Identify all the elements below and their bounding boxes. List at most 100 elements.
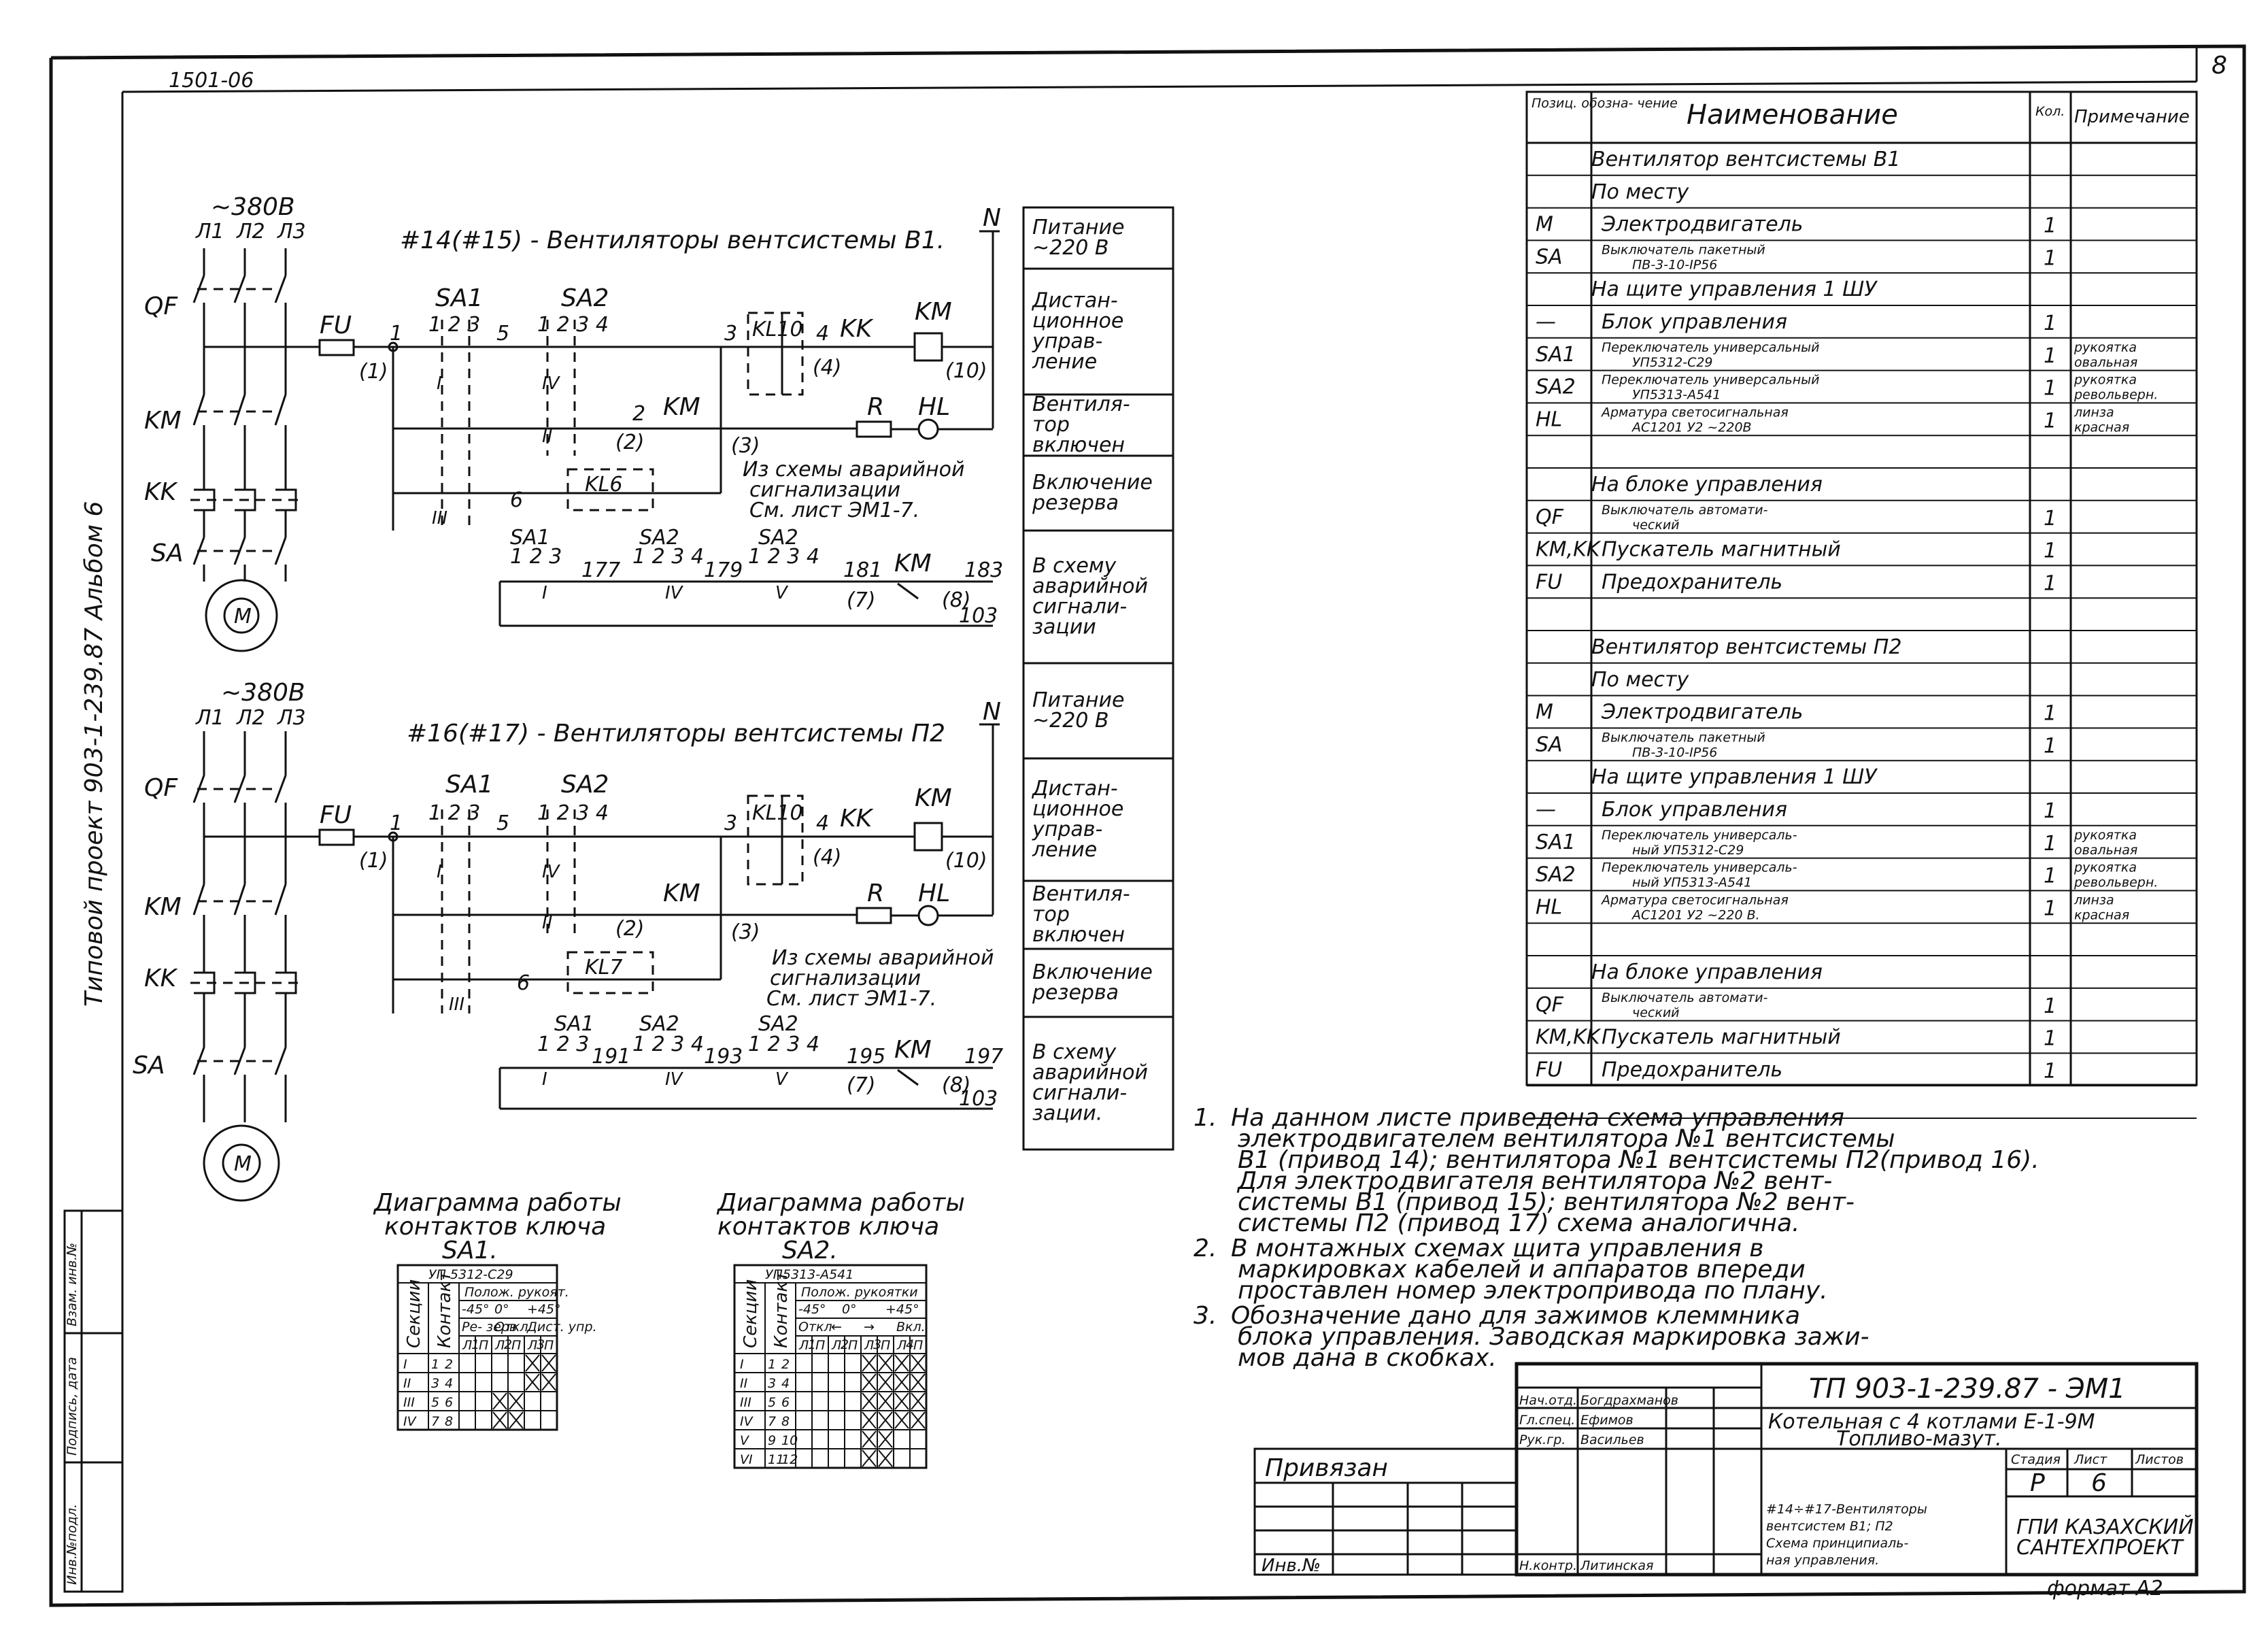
contact-diagram-section: I: [403, 1357, 407, 1372]
contact-closed-mark: [492, 1411, 507, 1429]
s2-label-km4: KM: [894, 1036, 932, 1064]
s1-roman-3: III: [432, 508, 447, 529]
contact-diagram-frame: [396, 1264, 558, 1431]
contact-diagram-contact: 6: [445, 1395, 453, 1410]
spec-item-name: УП5312-С29: [1632, 355, 1713, 370]
spec-item-qty: 1: [2044, 507, 2057, 531]
spec-item-name: Выключатель пакетный: [1602, 242, 1765, 257]
s1-wire-183: 183: [964, 558, 1003, 582]
s2-heading: #16(#17) - Вентиляторы вентсистемы П2: [407, 720, 945, 748]
diagram-sa1: Диаграмма работы контактов ключа SA1. УП…: [373, 1189, 622, 1431]
s2-label-sa2: SA2: [561, 771, 609, 799]
s1-wire-181: 181: [843, 558, 882, 582]
s1-wire-1: 1: [390, 322, 403, 346]
contact-diagram-lp: П: [544, 1338, 554, 1353]
s2-sa2-contacts: 1 2 3 4: [537, 801, 609, 825]
s1-roman-1: I: [437, 373, 442, 394]
s1-phase-l3: Л3: [277, 220, 306, 244]
contact-diagram-angle: 0°: [842, 1302, 857, 1317]
s2-wire-195: 195: [847, 1045, 885, 1069]
s1-label-sa2b: SA2: [639, 526, 679, 550]
notes: 1.На данном листе приведена схема управл…: [1194, 1104, 2039, 1372]
function-cell-line: ционное: [1032, 309, 1123, 333]
spec-item-pos: KM,KK: [1536, 538, 1602, 562]
contact-closed-mark: [862, 1449, 877, 1467]
s2-sa2c-contacts: 1 2 3 4: [748, 1033, 819, 1056]
contact-diagram-lp: П: [913, 1338, 923, 1353]
s2-wire-197: 197: [964, 1045, 1003, 1069]
tb-project-2: Топливо-мазут.: [1836, 1427, 2002, 1451]
contact-diagram-contact: 12: [781, 1452, 798, 1467]
spec-item-qty: 1: [2044, 312, 2057, 335]
sa1-caption-2: контактов ключа: [384, 1213, 606, 1241]
contact-closed-mark: [525, 1354, 540, 1372]
diagram-sa2: Диаграмма работы контактов ключа SA2. УП…: [716, 1189, 965, 1469]
tb-name-4: Литинская: [1580, 1558, 1653, 1573]
contact-diagram-col-section: Секции: [404, 1279, 424, 1348]
spec-item-name: Пускатель магнитный: [1602, 538, 1841, 562]
spec-item-name: АС1201 У2 ~220В: [1631, 420, 1752, 435]
sa1-caption-3: SA1.: [442, 1237, 498, 1264]
spec-item-pos: SA2: [1536, 375, 1576, 399]
contact-diagram-col-contact: Контакт: [435, 1271, 455, 1348]
sa2-caption-2: контактов ключа: [717, 1213, 939, 1241]
contact-diagram-section: VI: [740, 1452, 753, 1467]
spec-item-name: УП5313-А541: [1632, 388, 1721, 403]
scheme-2: ~380В Л1 Л2 Л3 #16(#17) - Вентиляторы ве…: [133, 679, 1003, 1202]
contact-diagram-lp: П: [848, 1338, 858, 1353]
contact-closed-mark: [878, 1430, 893, 1448]
contact-closed-mark: [878, 1373, 893, 1391]
s2-supply: ~380В: [221, 679, 305, 707]
s2-roman-1b: I: [542, 1069, 547, 1090]
contact-closed-mark: [894, 1373, 909, 1391]
s2-wire-191: 191: [592, 1045, 630, 1069]
s1-wire-10: (10): [945, 359, 987, 383]
s1-wire-179: 179: [704, 558, 743, 582]
s2-label-km2: KM: [915, 784, 952, 812]
s2-wire-3: 3: [724, 811, 737, 835]
s2-wire-2b: (2): [615, 917, 645, 941]
contact-diagram-angle: -45°: [798, 1302, 826, 1317]
s2-wire-103: 103: [959, 1087, 998, 1111]
tb-designation: ТП 903-1-239.87 - ЭМ1: [1809, 1373, 2126, 1405]
contact-diagram-contact: 8: [445, 1414, 453, 1429]
function-cell-line: ~220 В: [1032, 709, 1109, 733]
tb-drawing-title-3: Схема принципиаль-: [1766, 1536, 1909, 1551]
spec-header-qty: Кол.: [2035, 104, 2065, 119]
s2-phase-l1: Л1: [195, 706, 224, 730]
function-cell-line: включен: [1032, 923, 1125, 947]
spec-table: Позиц. обозна- чение Наименование Кол. П…: [1525, 90, 2198, 1119]
spec-section-title: По месту: [1591, 668, 1690, 692]
s1-label-km2: KM: [915, 298, 952, 326]
contact-diagram-contact: 3: [768, 1376, 776, 1391]
s2-roman-1: I: [437, 862, 442, 882]
tb-org-2: САНТЕХПРОЕКТ: [2016, 1536, 2184, 1560]
spec-item-qty: 1: [2044, 832, 2057, 856]
s2-note-line-1: Из схемы аварийной: [772, 946, 994, 970]
tb-name-2: Ефимов: [1580, 1413, 1634, 1428]
function-cell-line: включен: [1032, 433, 1125, 457]
function-cell-line: управ-: [1032, 818, 1102, 841]
tb-format: формат А2: [2047, 1577, 2163, 1600]
sa1-caption-1: Диаграмма работы: [373, 1189, 622, 1217]
s1-label-kl6: KL6: [585, 473, 622, 497]
contact-diagram-contact: 10: [781, 1433, 798, 1448]
spec-item-pos: SA: [1536, 733, 1563, 756]
s2-phase-l3: Л3: [277, 706, 306, 730]
spec-item-pos: SA2: [1536, 863, 1576, 887]
spec-item-pos: —: [1536, 798, 1556, 822]
contact-diagram-contact: 1: [768, 1357, 776, 1372]
contact-closed-mark: [894, 1411, 909, 1429]
spec-item-name: Переключатель универсальный: [1602, 373, 1820, 388]
spec-item-note: рукоятка: [2074, 860, 2137, 875]
function-cell-line: Дистан-: [1031, 289, 1118, 313]
contact-diagram-col-section: Секции: [741, 1279, 761, 1348]
contact-diagram-section: V: [740, 1433, 750, 1448]
contact-diagram-lp: Л: [527, 1338, 537, 1353]
s2-label-sa: SA: [133, 1052, 165, 1079]
function-cell-line: зации.: [1032, 1102, 1102, 1126]
spec-item-pos: —: [1536, 310, 1556, 334]
contact-closed-mark: [862, 1392, 877, 1410]
spec-item-name: ческий: [1632, 1005, 1680, 1020]
spec-item-name: Арматура светосигнальная: [1600, 405, 1789, 420]
